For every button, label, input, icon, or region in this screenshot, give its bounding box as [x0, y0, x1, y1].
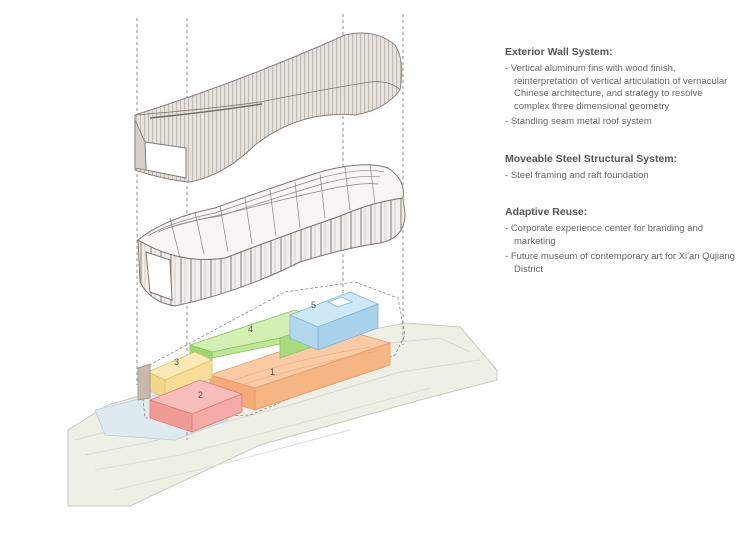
block-label-3: 3	[174, 357, 179, 367]
block-5	[288, 291, 380, 351]
legend-list: Corporate experience center for branding…	[505, 223, 735, 276]
exterior-wall-layer	[134, 32, 403, 183]
legend-title: Adaptive Reuse:	[505, 206, 588, 218]
legend-section-adaptive-reuse: Adaptive Reuse: Corporate experience cen…	[505, 206, 735, 276]
block-label-1: 1	[270, 367, 275, 377]
legend-title: Moveable Steel Structural System:	[505, 152, 678, 165]
legend-section-structural: Moveable Steel Structural System: Steel …	[505, 153, 735, 183]
legend-item: Steel framing and raft foundation	[505, 170, 735, 183]
legend-panel: Exterior Wall System: Vertical aluminum …	[505, 46, 735, 300]
structural-system-layer	[137, 163, 406, 307]
legend-item: Vertical aluminum fins with wood finish,…	[505, 63, 735, 113]
legend-item: Standing seam metal roof system	[505, 116, 735, 129]
legend-title: Exterior Wall System:	[505, 46, 613, 58]
block-3	[147, 351, 213, 399]
legend-item: Future museum of contemporary art for Xi…	[505, 251, 735, 276]
legend-item: Corporate experience center for branding…	[505, 223, 735, 248]
legend-section-exterior-wall: Exterior Wall System: Vertical aluminum …	[505, 46, 735, 129]
program-blocks: 1 2 3 4 5	[137, 291, 392, 433]
block-label-5: 5	[311, 300, 316, 310]
block-label-2: 2	[198, 390, 203, 400]
legend-list: Vertical aluminum fins with wood finish,…	[505, 63, 735, 129]
legend-list: Steel framing and raft foundation	[505, 170, 735, 183]
block-label-4: 4	[248, 324, 253, 334]
block-2	[148, 379, 244, 433]
service-core	[137, 363, 151, 401]
